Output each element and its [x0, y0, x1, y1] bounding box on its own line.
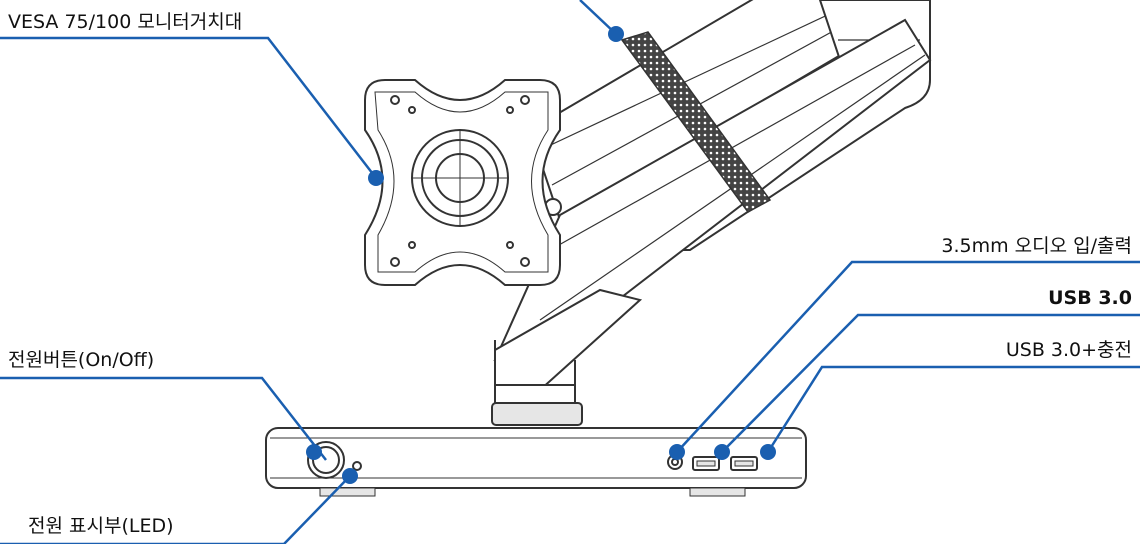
- vesa-mount-label: VESA 75/100 모니터거치대: [8, 11, 242, 33]
- usb30-charge-port-label: USB 3.0+충전: [1006, 339, 1132, 361]
- power-led-label: 전원 표시부(LED): [28, 515, 174, 537]
- usb-charge-callout-dot: [760, 444, 776, 460]
- cable-strap: [620, 31, 772, 213]
- strap-callout-dot: [608, 26, 624, 42]
- led-callout-dot: [342, 468, 358, 484]
- power-button-callout-dot: [306, 444, 322, 460]
- usb30-port-label: USB 3.0: [1048, 287, 1132, 309]
- vesa-plate: [364, 79, 561, 286]
- base-unit: [265, 427, 807, 497]
- callout-dots: [306, 26, 776, 484]
- monitor-arm: [491, 0, 932, 426]
- vesa-callout-dot: [368, 170, 384, 186]
- usb-callout-dot: [714, 444, 730, 460]
- power-button-label: 전원버튼(On/Off): [8, 349, 154, 371]
- audio-port-label: 3.5mm 오디오 입/출력: [941, 235, 1132, 257]
- audio-callout-dot: [669, 444, 685, 460]
